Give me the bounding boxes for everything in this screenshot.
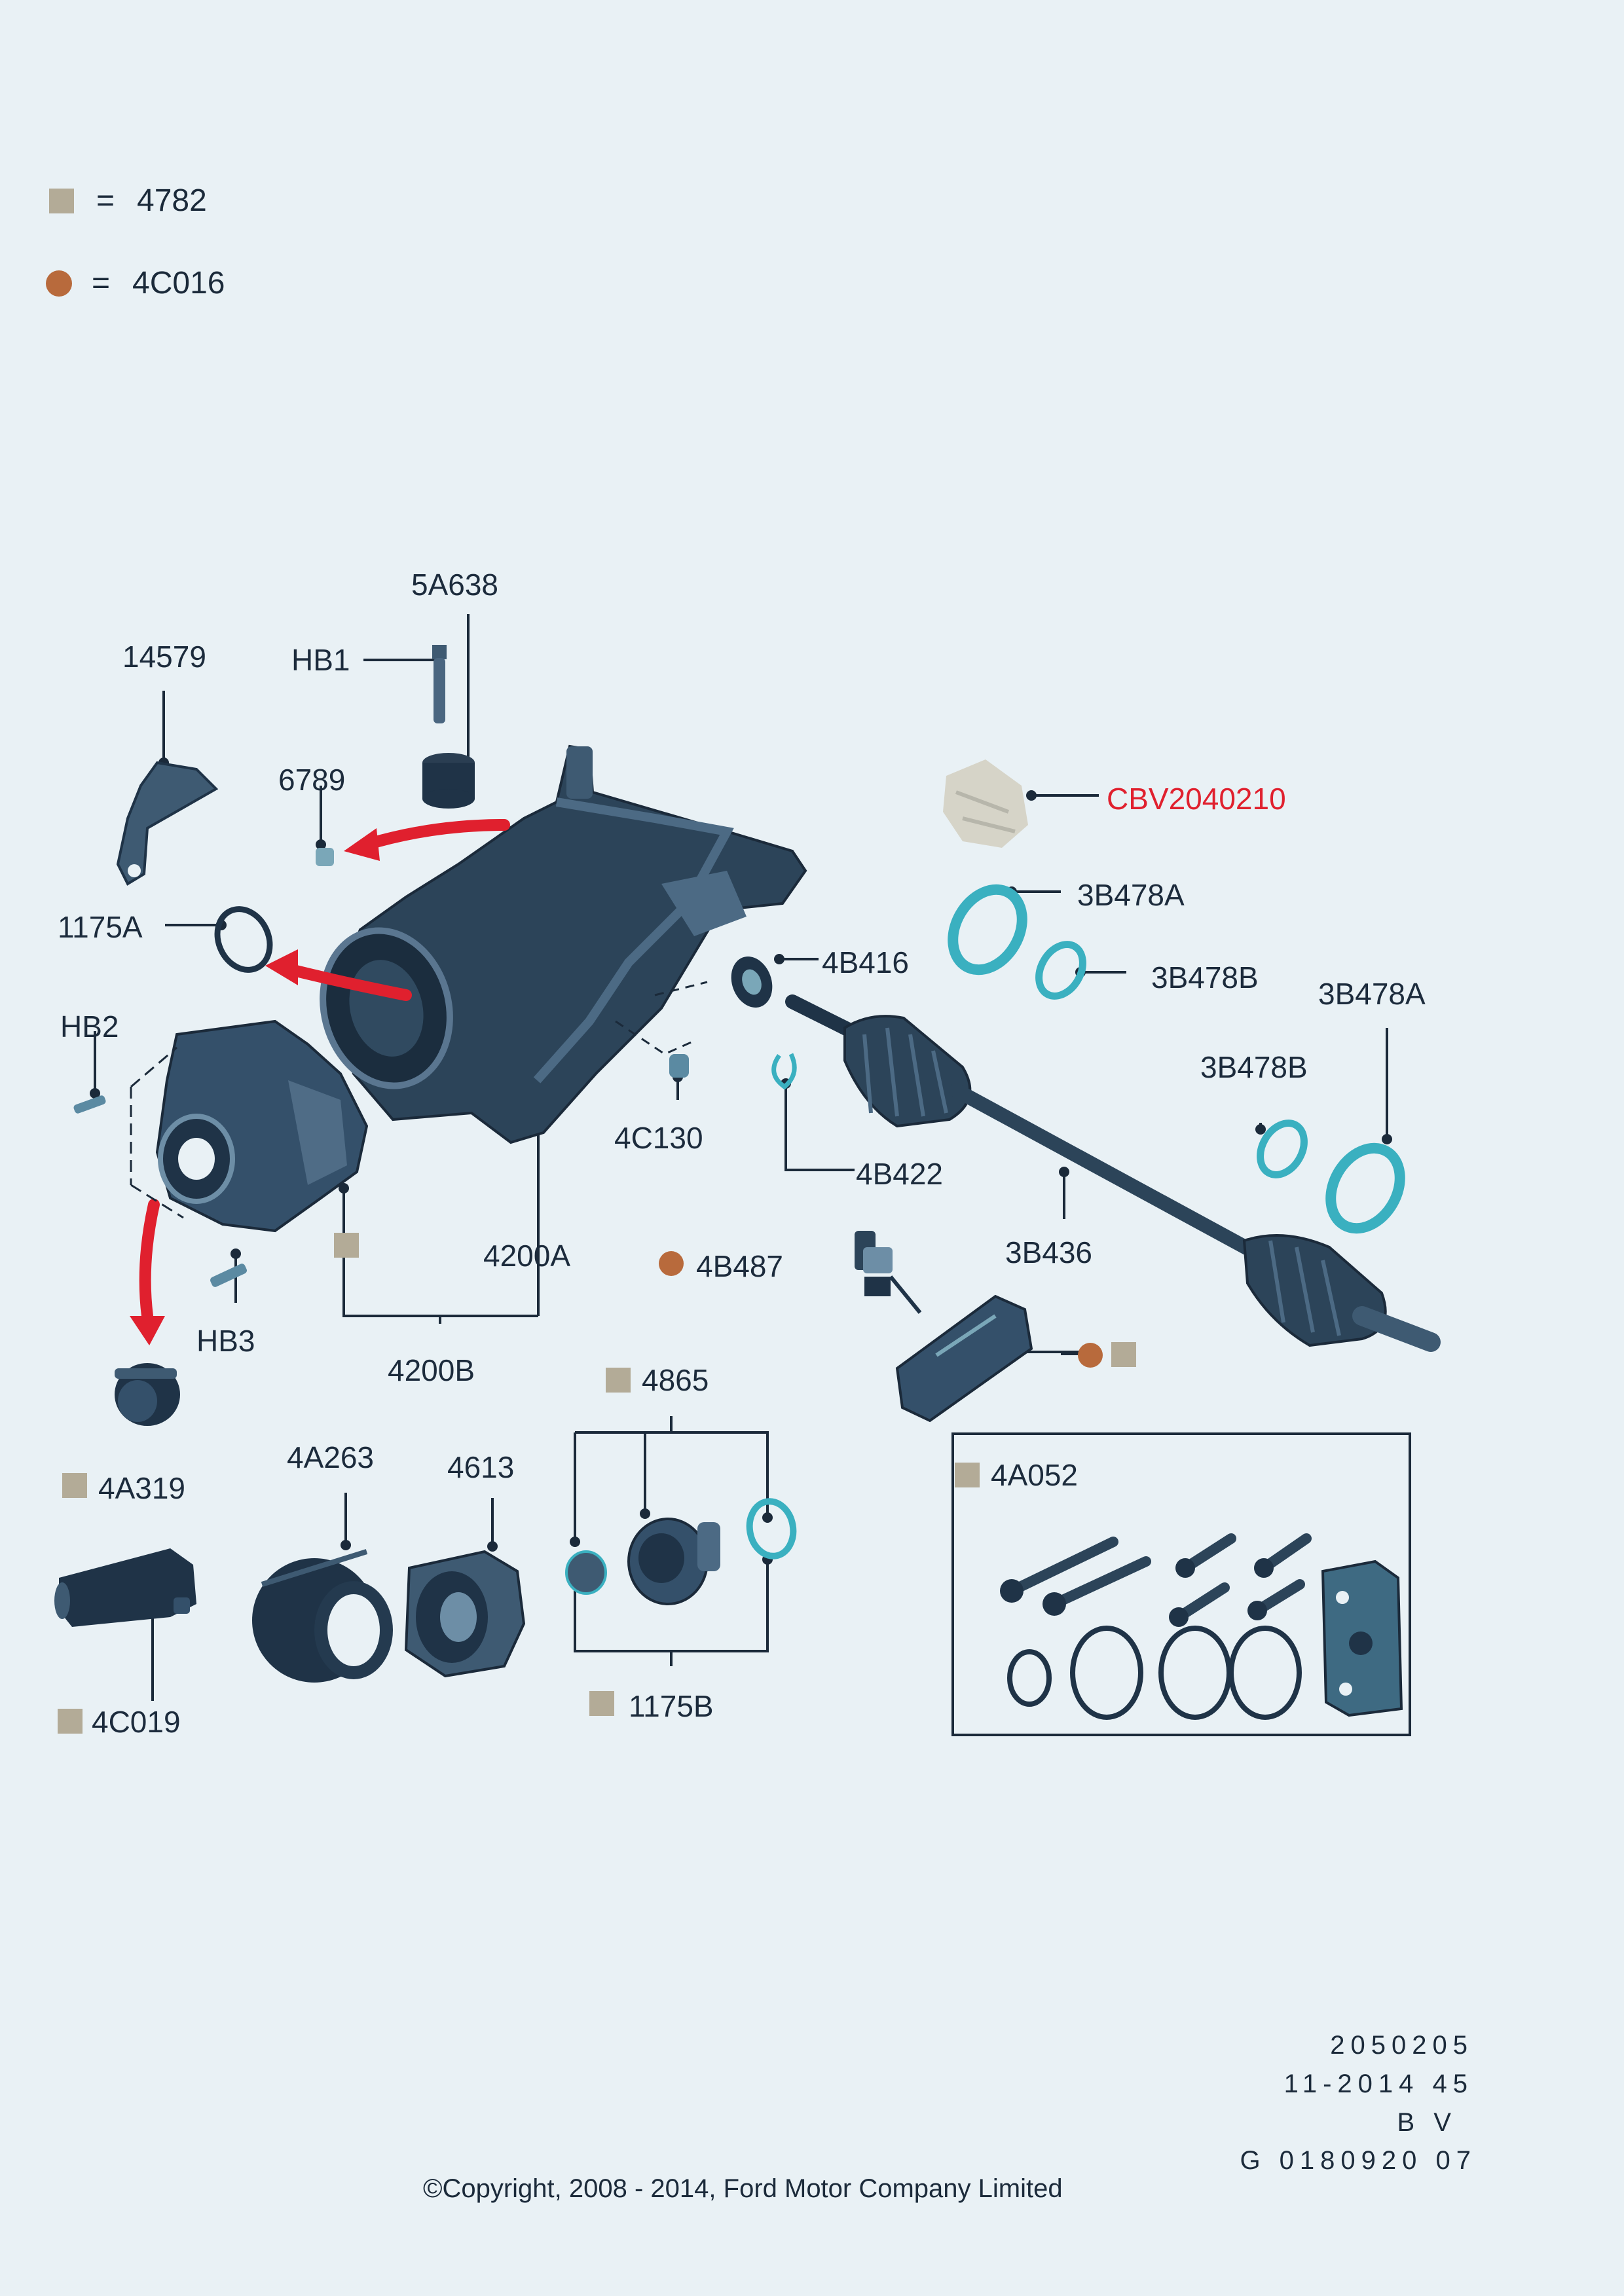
seal-4b416 [731,957,773,1008]
callout-14579: 14579 [122,640,206,674]
copyright-notice: ©Copyright, 2008 - 2014, Ford Motor Comp… [423,2174,1063,2203]
copper-dot-marker [659,1251,684,1276]
callout-cbv2040210: CBV2040210 [1107,782,1286,816]
differential-housing-4200a [320,744,807,1144]
reference-code-3: B V [1397,2108,1457,2137]
bracket-14579 [116,761,219,886]
callout-5a638: 5A638 [411,568,499,602]
sensor-4b487 [855,1231,922,1314]
callout-4b487: 4B487 [696,1249,784,1283]
callout-hb1: HB1 [291,643,350,677]
tan-square-marker [334,1233,359,1258]
callout-4a052: 4A052 [991,1458,1079,1492]
cover-assembly [130,1019,369,1233]
actuator-4c019 [54,1548,196,1627]
callout-4a319: 4A319 [98,1471,186,1505]
kit-box-4a052 [951,1432,1411,1736]
callout-1175a: 1175A [58,910,143,944]
legend-square-marker [49,189,74,213]
legend-equals: = [92,266,111,301]
callout-4c130: 4C130 [614,1121,703,1155]
plug-4c130 [669,1054,689,1078]
callout-4613: 4613 [447,1450,515,1484]
callout-4200b: 4200B [388,1353,475,1387]
kit-gasket-plate [1321,1559,1403,1717]
pinion-kit-4865 [565,1498,797,1605]
legend-code: 4782 [137,183,207,218]
callout-4b422: 4B422 [856,1157,944,1191]
callout-3b436: 3B436 [1005,1235,1093,1269]
bearing-4a263 [252,1549,393,1683]
tan-square-marker [1111,1342,1136,1367]
arrow-heads [130,828,380,1345]
kit-o-rings [1007,1626,1302,1720]
tan-square-marker [606,1368,631,1393]
driveshaft-3b436 [785,994,1441,1352]
tan-square-marker [62,1473,87,1498]
callout-4200a: 4200A [483,1239,571,1273]
reference-code-1: 2050205 [1330,2031,1473,2060]
callout-hb3: HB3 [196,1324,255,1358]
bush-5a638 [422,753,475,809]
control-module [895,1294,1033,1423]
callout-3b478b-lower: 3B478B [1200,1050,1308,1084]
callout-4b416: 4B416 [822,945,910,979]
tan-square-marker [589,1691,614,1716]
callout-4c019: 4C019 [92,1705,181,1739]
tan-square-marker [955,1463,980,1487]
legend-circle-marker [46,270,72,297]
circlip-4b422 [771,1053,797,1090]
reference-code-4: G 0180920 07 [1240,2146,1477,2175]
leader-lines [94,614,1388,1701]
ring-gear-4613 [404,1550,526,1678]
stud-6789 [316,848,334,866]
callout-4865: 4865 [642,1363,709,1397]
callout-4a263: 4A263 [287,1440,375,1474]
bolt-hb3 [210,1264,248,1287]
legend-item-square: = 4782 [49,185,207,217]
callout-3b478a-upper: 3B478A [1077,878,1185,912]
clamp-rings-3b478 [948,884,1405,1234]
callout-3b478b-upper: 3B478B [1151,960,1259,994]
o-ring-1175a [214,906,273,973]
legend-code: 4C016 [132,266,225,301]
legend-equals: = [96,183,115,218]
callout-1175b: 1175B [629,1689,714,1723]
tan-square-marker [58,1709,83,1734]
callout-3b478a-lower: 3B478A [1318,977,1426,1011]
bolt-hb1 [432,645,447,723]
reference-code-2: 11-2014 45 [1283,2069,1473,2098]
dashed-guide [615,981,708,1055]
copper-dot-marker [1078,1343,1103,1368]
callout-6789: 6789 [278,763,346,797]
bolt-hb2 [73,1095,106,1114]
legend-item-circle: = 4C016 [46,268,225,299]
reference-part-faded [943,759,1028,848]
assembly-arrows [139,819,510,1322]
callout-hb2: HB2 [60,1010,119,1044]
kit-bolt-heads [1000,1558,1274,1627]
sleeve-4a319 [115,1363,180,1426]
